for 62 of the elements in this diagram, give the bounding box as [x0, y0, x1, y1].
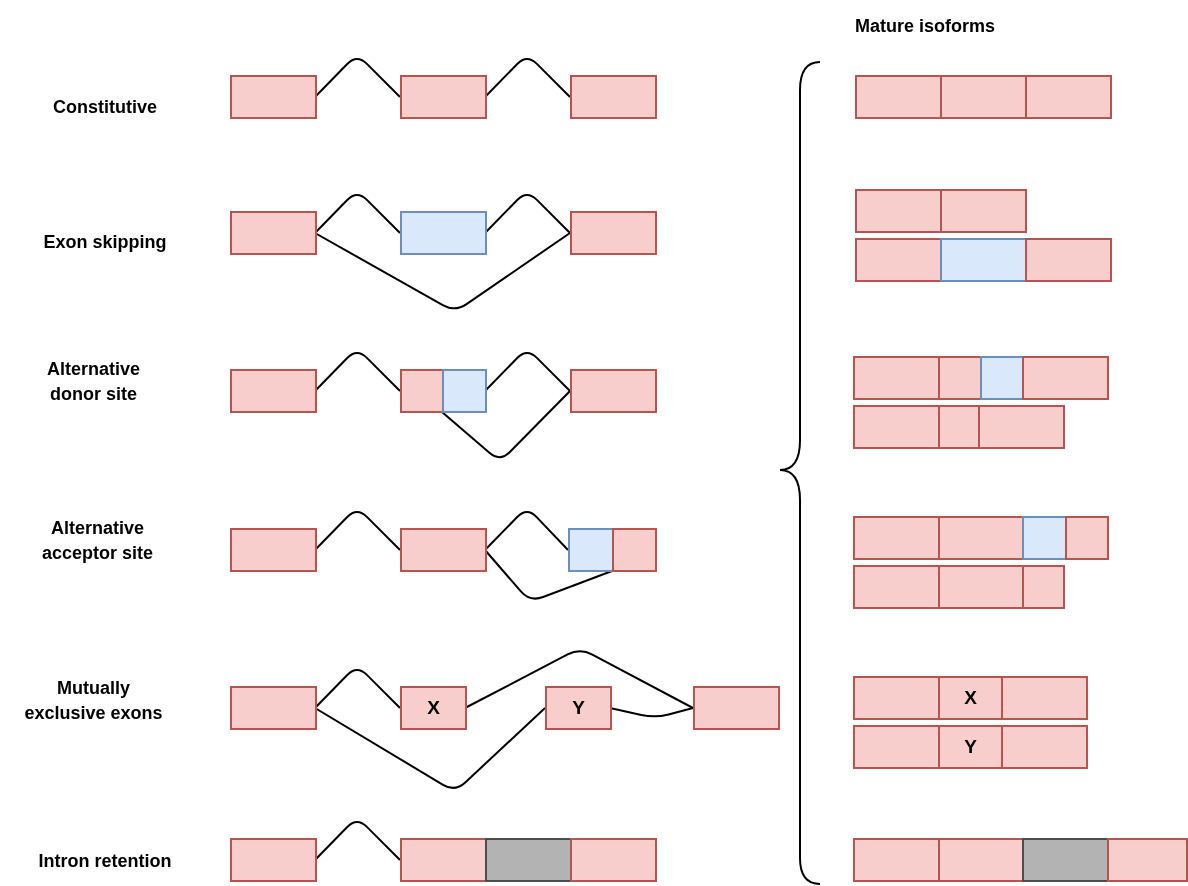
exon-box [568, 528, 614, 572]
row-label: Alternative donor site [45, 358, 141, 406]
exon-box [980, 356, 1024, 400]
row-label: Constitutive [52, 96, 158, 119]
exon-box [400, 838, 487, 882]
exon-box [853, 725, 940, 769]
column-heading: Mature isoforms [854, 15, 996, 38]
exon-box [1022, 516, 1067, 560]
row-label: Mutually exclusive exons [23, 677, 164, 725]
exon-box [853, 838, 940, 882]
exon-box [978, 405, 1065, 449]
exon-box [938, 356, 982, 400]
exon-box [1025, 238, 1112, 282]
exon-box: X [938, 676, 1003, 720]
exon-box: Y [938, 725, 1003, 769]
exon-box [230, 211, 317, 255]
exon-box [400, 528, 487, 572]
exon-box [570, 211, 657, 255]
row-label: Intron retention [37, 850, 173, 873]
exon-box [940, 75, 1027, 119]
exon-box [400, 75, 487, 119]
exon-box [230, 369, 317, 413]
exon-box: X [400, 686, 467, 730]
exon-box [938, 405, 980, 449]
exon-box [938, 565, 1024, 609]
intron-box [1022, 838, 1109, 882]
exon-box [1022, 356, 1109, 400]
exon-box [570, 369, 657, 413]
exon-box [230, 75, 317, 119]
exon-box [853, 565, 940, 609]
exon-box [853, 356, 940, 400]
exon-box [855, 238, 942, 282]
exon-box [230, 686, 317, 730]
exon-box [940, 189, 1027, 233]
exon-box [853, 676, 940, 720]
exon-box [855, 189, 942, 233]
splice-line [441, 390, 571, 459]
intron-box [485, 838, 572, 882]
exon-box [442, 369, 487, 413]
exon-box [612, 528, 657, 572]
exon-box [1065, 516, 1109, 560]
exon-box [1001, 725, 1088, 769]
exon-box: Y [545, 686, 612, 730]
exon-box [855, 75, 942, 119]
exon-box [570, 838, 657, 882]
exon-box [400, 369, 444, 413]
exon-box [1001, 676, 1088, 720]
exon-box [400, 211, 487, 255]
exon-box [938, 838, 1024, 882]
exon-box [940, 238, 1027, 282]
row-label: Alternative acceptor site [40, 517, 155, 565]
exon-box [230, 838, 317, 882]
exon-box [230, 528, 317, 572]
exon-box [853, 405, 940, 449]
exon-box [853, 516, 940, 560]
row-label: Exon skipping [42, 231, 168, 254]
exon-box [693, 686, 780, 730]
exon-box [1107, 838, 1188, 882]
exon-box [570, 75, 657, 119]
exon-box [1022, 565, 1065, 609]
exon-box [938, 516, 1024, 560]
exon-box [1025, 75, 1112, 119]
